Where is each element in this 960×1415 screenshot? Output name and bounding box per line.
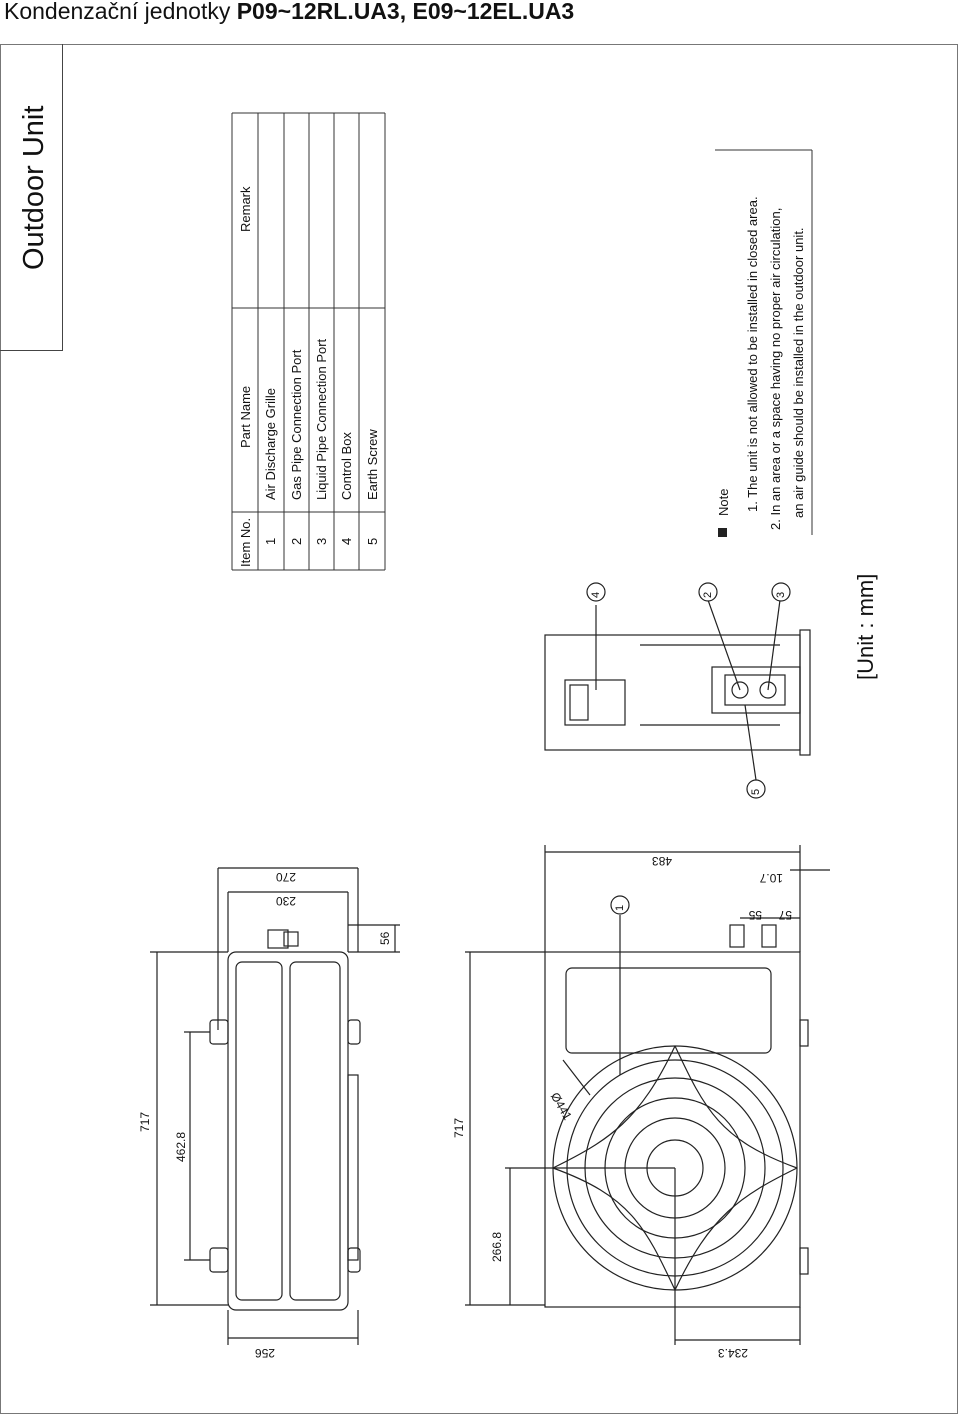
page-title: Kondenzační jednotky P09~12RL.UA3, E09~1… [4,0,574,25]
callout-5: 5 [750,788,762,795]
dim-port-10-7: 10.7 [759,871,783,885]
note-title: Note [716,488,731,516]
dim-side-56: 56 [378,931,392,945]
table-row-name: Air Discharge Grille [263,388,278,500]
dim-port-57: 57 [778,908,792,922]
dim-side-height: 717 [138,1111,152,1132]
note-line-3: an air guide should be installed in the … [791,227,806,518]
dim-side-256: 256 [254,1346,275,1360]
callout-4: 4 [590,591,602,598]
callout-1: 1 [614,904,626,911]
table-header-item-no: Item No. [238,517,253,567]
table-row-no: 4 [339,537,354,545]
dim-fan-center: 266.8 [490,1231,504,1262]
table-row-name: Liquid Pipe Connection Port [314,338,329,500]
callout-2: 2 [702,591,714,598]
title-models: P09~12RL.UA3, E09~12EL.UA3 [236,0,575,24]
table-row-no: 1 [263,537,278,545]
dim-side-230: 230 [275,894,296,908]
table-header-remark: Remark [238,186,253,232]
dim-front-height: 717 [452,1117,466,1138]
title-prefix: Kondenzační jednotky [4,0,237,24]
dim-port-55: 55 [748,908,762,922]
table-row-name: Earth Screw [365,429,380,500]
table-row-no: 3 [314,537,329,545]
table-row-no: 2 [289,537,304,545]
callout-3: 3 [775,591,787,598]
table-header-part-name: Part Name [238,385,253,448]
note-line-1: 1. The unit is not allowed to be install… [745,196,760,512]
section-tab [0,44,63,351]
unit-label: [Unit : mm] [853,573,878,680]
table-row-name: Gas Pipe Connection Port [289,349,304,500]
dim-side-270: 270 [275,870,296,884]
dim-fan-offset: 234.3 [717,1346,748,1360]
table-row-no: 5 [365,537,380,545]
drawing-frame [0,44,958,1414]
dim-side-mount: 462.8 [174,1131,188,1162]
dim-front-width: 483 [651,854,672,868]
table-row-name: Control Box [339,432,354,500]
note-line-2: 2. In an area or a space having no prope… [768,207,783,530]
